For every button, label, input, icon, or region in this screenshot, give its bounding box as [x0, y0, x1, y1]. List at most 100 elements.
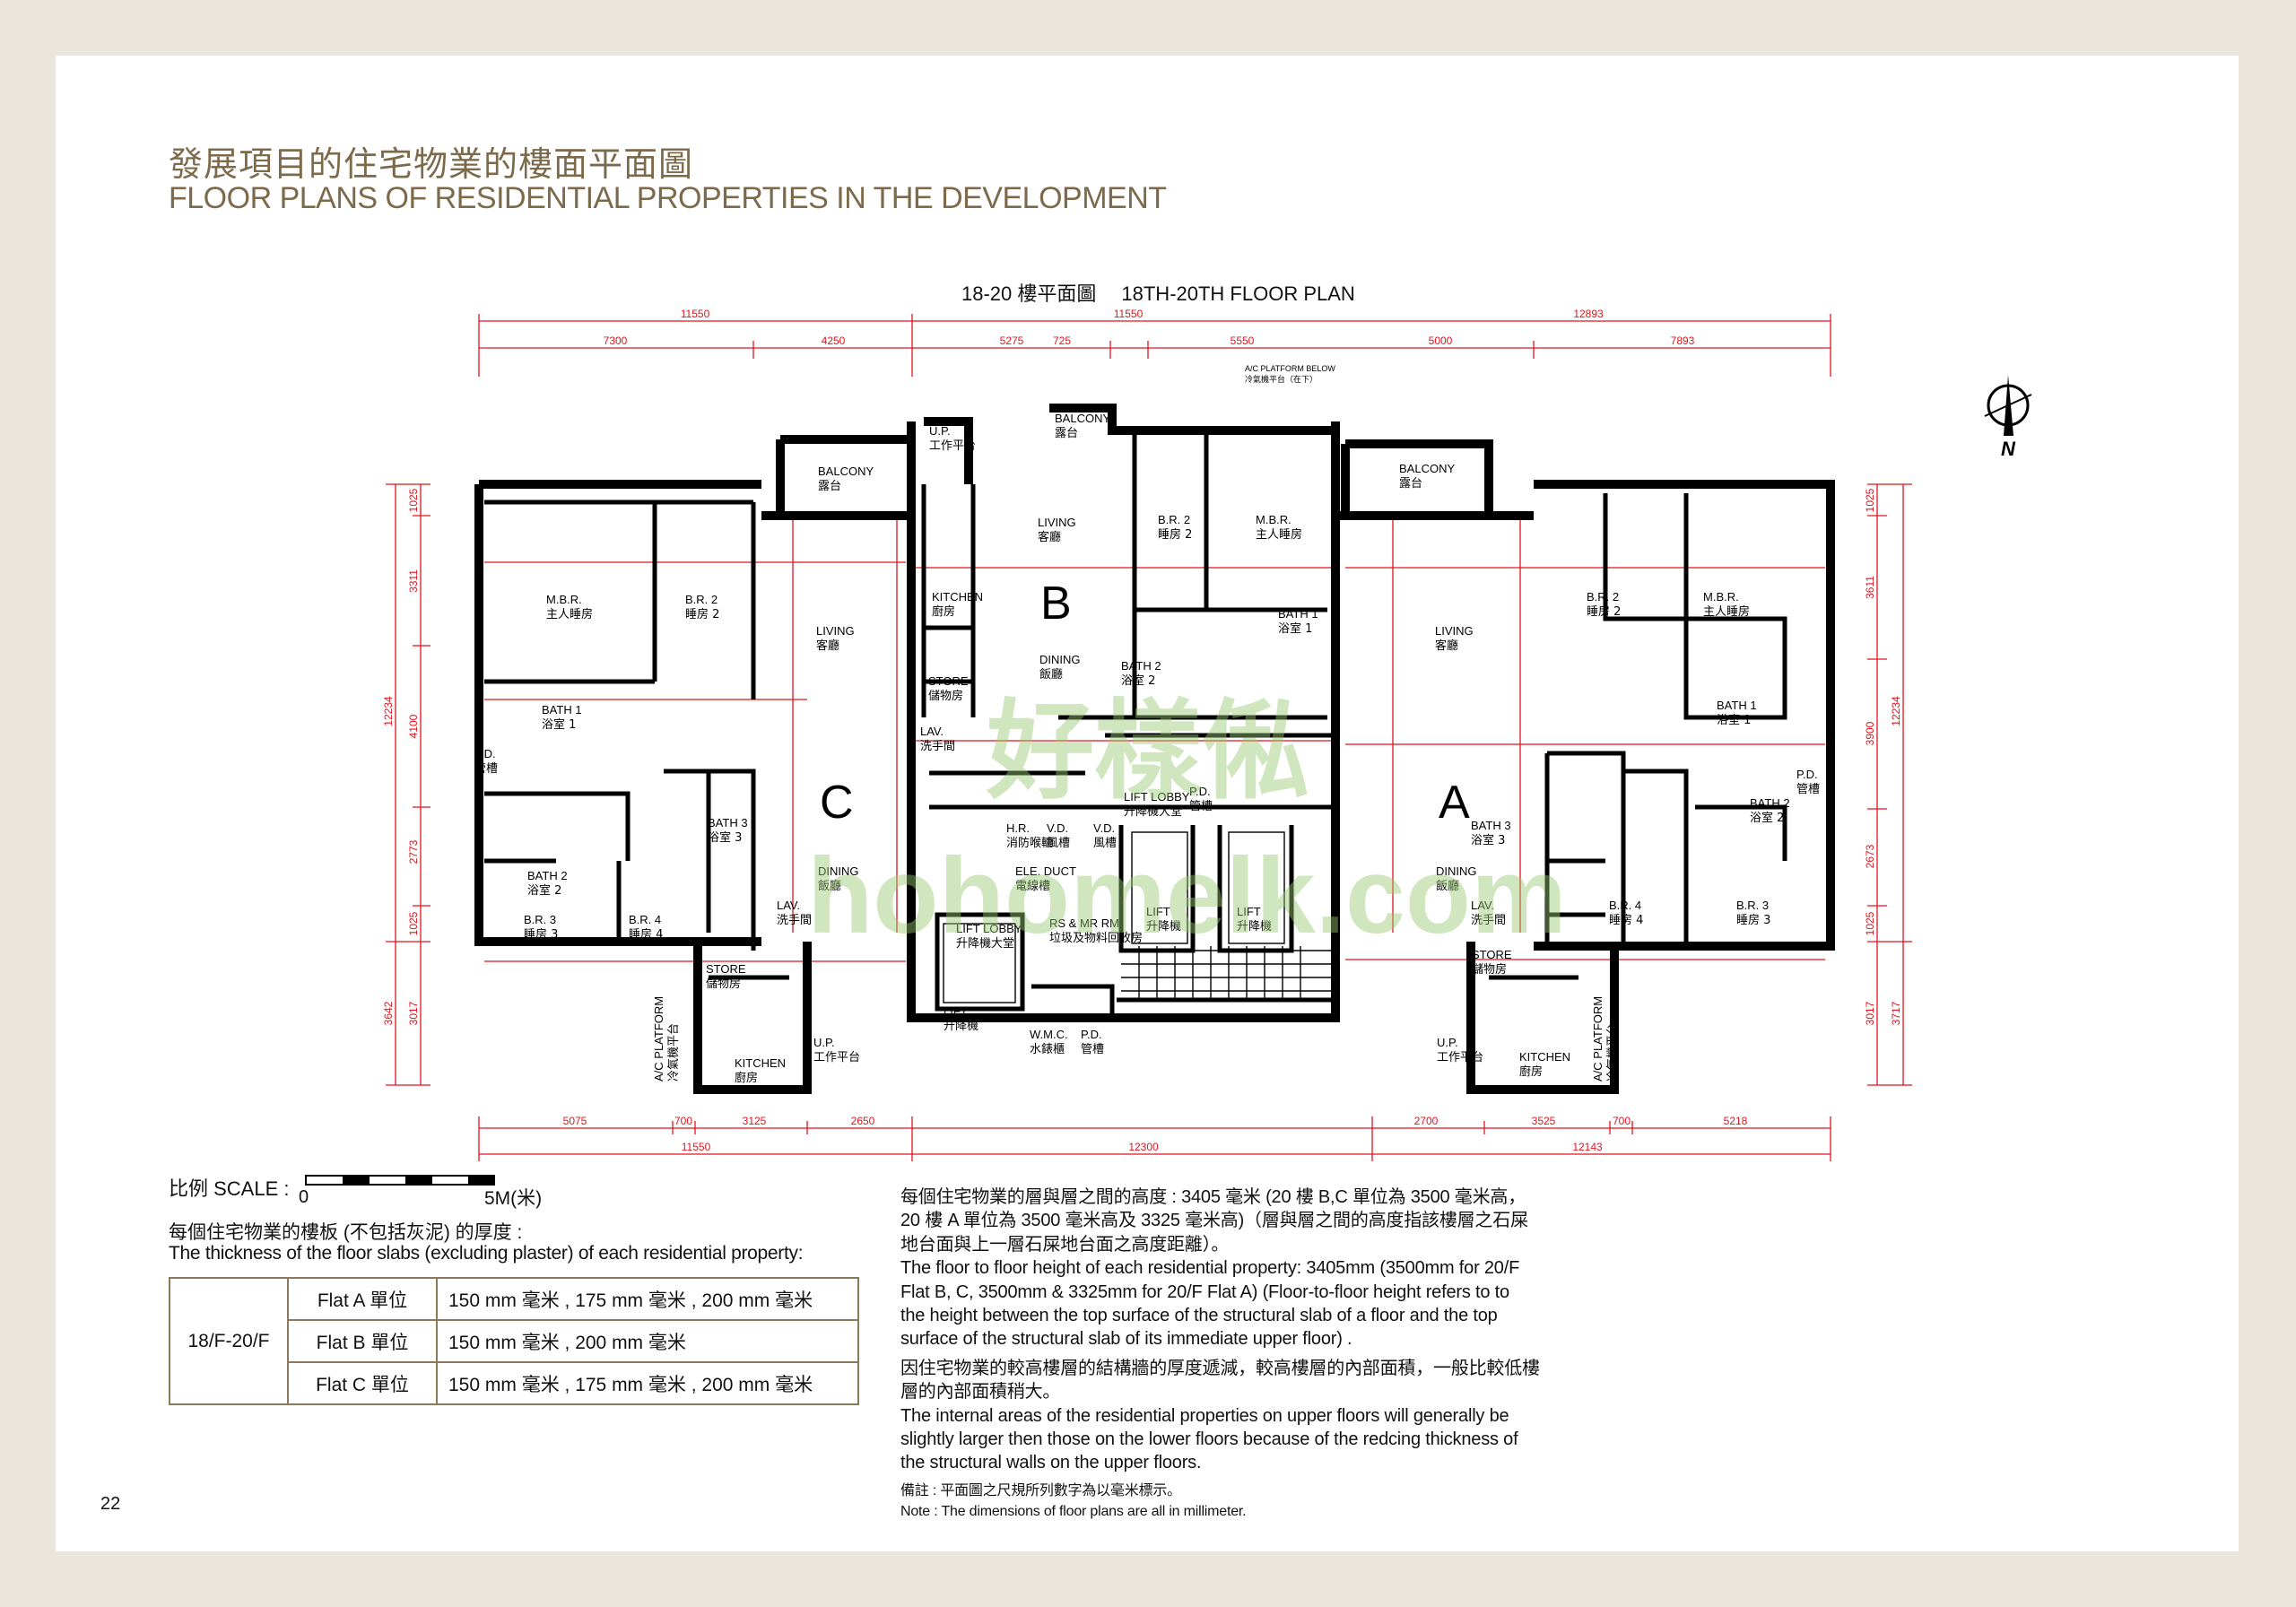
room-label: B.R. 2睡房 2: [1587, 590, 1621, 619]
room-name-en: BATH 3: [1471, 819, 1511, 832]
room-name-en: BATH 2: [1121, 659, 1161, 673]
room-name-zh: 冷氣機平台: [1606, 1023, 1620, 1081]
room-label: V.D.風槽: [1047, 821, 1070, 850]
page-number: 22: [100, 1494, 121, 1514]
room-name-zh: 浴室 1: [1278, 621, 1312, 636]
dimension-label: 7300: [604, 334, 628, 347]
room-name-zh: 浴室 2: [1750, 811, 1784, 825]
unit-letter-a: A: [1439, 777, 1470, 829]
plan-title-zh: 18-20 樓平面圖: [961, 282, 1097, 305]
room-label: M.B.R.主人睡房: [1256, 513, 1302, 542]
room-name-zh: 儲物房: [1472, 962, 1507, 977]
room-name-zh: 風槽: [1047, 837, 1070, 850]
room-label: H.R.消防喉轆: [1006, 821, 1053, 850]
room-name-en: W.M.C.: [1030, 1028, 1068, 1041]
room-label: P.D.管槽: [474, 747, 498, 776]
room-name-zh: 睡房 4: [1609, 913, 1643, 927]
room-name-en: BALCONY: [1055, 412, 1110, 425]
room-name-en: LIVING: [1435, 624, 1474, 638]
dimension-label: 12143: [1572, 1141, 1603, 1153]
note-line: 層的內部面積稍大。: [900, 1382, 1061, 1403]
dimension-label: 3717: [1890, 1001, 1902, 1025]
dimension-label: 5550: [1231, 334, 1255, 347]
note-line: surface of the structural slab of its im…: [900, 1329, 1352, 1350]
room-name-en: LIVING: [816, 624, 855, 638]
room-label: U.P.工作平台: [1437, 1036, 1483, 1064]
dimension-label: 4100: [407, 714, 420, 738]
dimension-label: 1025: [407, 488, 420, 512]
room-name-zh: 管槽: [1796, 783, 1820, 796]
room-name-en: DINING: [1039, 653, 1081, 666]
dimension-label: 2773: [407, 839, 420, 864]
dimension-label: 3611: [1864, 576, 1876, 599]
dimension-label: 3311: [407, 569, 420, 593]
room-name-zh: 露台: [1055, 427, 1078, 440]
room-name-zh: 飯廳: [1039, 667, 1063, 682]
room-name-en: DINING: [818, 864, 859, 878]
note-line: The internal areas of the residential pr…: [900, 1405, 1509, 1426]
room-name-en: A/C PLATFORM: [1591, 996, 1605, 1081]
note-line: 因住宅物業的較高樓層的結構牆的厚度遞減，較高樓層的內部面積，一般比較低樓: [900, 1358, 1540, 1378]
note-line: Flat B, C, 3500mm & 3325mm for 20/F Flat…: [900, 1281, 1509, 1302]
table-row: 18/F-20/F Flat A 單位 150 mm 毫米 , 175 mm 毫…: [169, 1277, 859, 1405]
north-arrow-icon: N: [1984, 375, 2032, 460]
stairs: [943, 831, 1335, 1003]
room-label: V.D.風槽: [1093, 821, 1117, 850]
dimension-label: 12300: [1128, 1141, 1159, 1153]
room-name-zh: 冷氣機平台: [667, 1023, 681, 1081]
thickness-cell: 150 mm 毫米 , 175 mm 毫米 , 200 mm 毫米: [436, 1277, 859, 1321]
room-name-en: LIFT: [944, 1004, 968, 1018]
room-name-zh: 飯廳: [1436, 879, 1459, 893]
dimension-label: 700: [674, 1115, 692, 1127]
room-label: U.P.工作平台: [929, 424, 976, 453]
room-name-en: LIVING: [1038, 516, 1076, 529]
room-label: LAV.洗手間: [1471, 899, 1506, 927]
room-name-en: B.R. 2: [685, 593, 718, 606]
north-label: N: [2001, 438, 2016, 460]
dimension-label: 3525: [1532, 1115, 1556, 1127]
note-line: 每個住宅物業的層與層之間的高度 : 3405 毫米 (20 樓 B,C 單位為 …: [900, 1187, 1526, 1207]
room-name-zh: 浴室 1: [1717, 713, 1751, 727]
room-name-en: B.R. 2: [1158, 513, 1190, 526]
watermark-site: hohomelk.com: [807, 836, 1567, 956]
room-label: BALCONY 露台: [1055, 412, 1110, 440]
room-name-zh: 冷氣機平台（在下）: [1245, 374, 1318, 385]
room-name-zh: 睡房 2: [1158, 527, 1192, 542]
dimension-label: 5075: [563, 1115, 587, 1127]
flat-cell: Flat C 單位: [287, 1361, 438, 1405]
slab-heading-zh: 每個住宅物業的樓板 (不包括灰泥) 的厚度 :: [169, 1222, 523, 1243]
room-name-zh: 浴室 3: [708, 830, 742, 845]
room-name-en: BALCONY: [818, 465, 874, 478]
room-label: B.R. 4睡房 4: [629, 913, 663, 942]
note-line: The floor to floor height of each reside…: [900, 1258, 1520, 1279]
room-name-en: STORE: [928, 674, 969, 688]
unit-letter-c: C: [820, 777, 854, 829]
room-label: BATH 1浴室 1: [1278, 607, 1318, 636]
room-name-en: LAV.: [1471, 899, 1494, 912]
room-name-en: M.B.R.: [546, 593, 582, 606]
room-label: P.D.管槽: [1796, 768, 1820, 796]
room-name-zh: 浴室 1: [542, 717, 576, 732]
dimension-label: 12234: [382, 696, 395, 726]
room-name-zh: 電線槽: [1015, 879, 1050, 893]
room-name-en: LAV.: [920, 725, 944, 738]
dimension-label: 3125: [743, 1115, 767, 1127]
scale-end: 5M(米): [484, 1188, 543, 1209]
room-name-zh: 消防喉轆: [1006, 836, 1053, 850]
room-name-en: P.D.: [1081, 1028, 1102, 1041]
room-name-en: LIFT: [1146, 905, 1170, 918]
room-name-en: STORE: [706, 962, 746, 976]
note-line: 地台面與上一層石屎地台面之高度距離）。: [900, 1234, 1230, 1255]
room-name-zh: 洗手間: [920, 740, 955, 753]
room-name-zh: 浴室 3: [1471, 833, 1505, 847]
dimension-label: 5000: [1429, 334, 1453, 347]
room-name-zh: 浴室 2: [1121, 673, 1155, 688]
notes: 每個住宅物業的層與層之間的高度 : 3405 毫米 (20 樓 B,C 單位為 …: [900, 1186, 1540, 1522]
room-label: BATH 3浴室 3: [708, 816, 748, 845]
